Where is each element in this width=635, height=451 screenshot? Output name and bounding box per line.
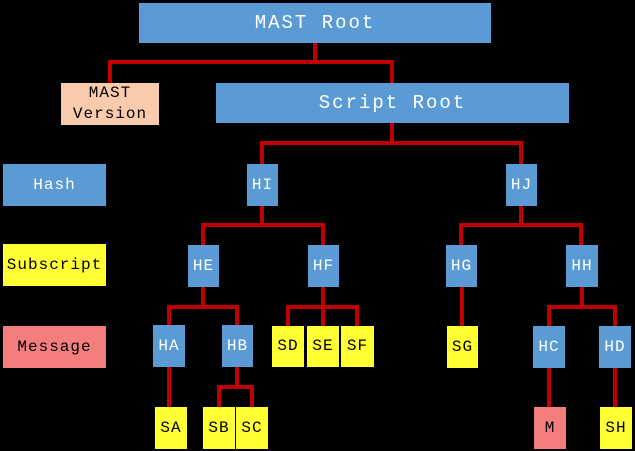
edge-hj-hbar bbox=[459, 223, 583, 227]
edge-hh-hbar bbox=[547, 305, 617, 309]
row-label-subscript: Subscript bbox=[3, 244, 106, 286]
edge-to-he bbox=[201, 223, 205, 245]
edge-mastroot-hbar bbox=[108, 60, 394, 64]
edge-to-hf bbox=[321, 223, 325, 245]
node-sh: SH bbox=[600, 407, 632, 449]
edge-hb-stem bbox=[235, 367, 239, 389]
node-hh: HH bbox=[566, 245, 598, 287]
node-sf: SF bbox=[341, 326, 374, 367]
edge-hj-stem bbox=[519, 206, 523, 227]
edge-to-hb bbox=[235, 305, 239, 325]
edge-to-sf bbox=[355, 305, 359, 326]
node-m: M bbox=[534, 407, 566, 449]
node-hc: HC bbox=[533, 326, 565, 368]
node-ha: HA bbox=[153, 325, 185, 367]
node-mast-version: MAST Version bbox=[61, 83, 159, 125]
edge-hd-to-sh bbox=[613, 368, 617, 407]
row-label-hash: Hash bbox=[3, 164, 106, 206]
edge-hi-hbar bbox=[201, 223, 325, 227]
node-sa: SA bbox=[155, 407, 187, 449]
node-hf: HF bbox=[308, 245, 339, 287]
edge-to-ha bbox=[167, 305, 171, 325]
edge-to-scriptroot bbox=[390, 60, 394, 83]
edge-hf-hbar bbox=[286, 305, 359, 309]
edge-he-hbar bbox=[167, 305, 239, 309]
node-sd: SD bbox=[272, 326, 304, 367]
node-sg: SG bbox=[447, 326, 478, 368]
edge-scriptroot-stem bbox=[390, 123, 394, 145]
edge-ha-to-sa bbox=[167, 367, 171, 407]
node-he: HE bbox=[188, 245, 219, 287]
edge-mastroot-stem bbox=[313, 43, 317, 64]
edge-to-hd bbox=[613, 305, 617, 326]
edge-hg-to-sg bbox=[460, 287, 464, 326]
node-hg: HG bbox=[446, 245, 477, 287]
node-script-root: Script Root bbox=[216, 83, 569, 123]
node-hi: HI bbox=[247, 164, 278, 206]
edge-to-hi bbox=[260, 141, 264, 164]
edge-scriptroot-hbar bbox=[260, 141, 523, 145]
edge-hb-hbar bbox=[217, 385, 254, 389]
edge-hc-to-m bbox=[547, 368, 551, 407]
edge-hi-stem bbox=[260, 206, 264, 227]
edge-to-sb bbox=[217, 385, 221, 407]
edge-to-hc bbox=[547, 305, 551, 326]
node-sb: SB bbox=[203, 407, 235, 449]
node-se: SE bbox=[307, 326, 339, 367]
edge-to-sc bbox=[250, 385, 254, 407]
node-mast-root: MAST Root bbox=[139, 3, 491, 43]
edge-to-hg bbox=[459, 223, 463, 245]
node-hj: HJ bbox=[506, 164, 537, 206]
edge-to-mastversion bbox=[108, 60, 112, 83]
node-hd: HD bbox=[599, 326, 631, 368]
edge-he-stem bbox=[201, 287, 205, 309]
edge-to-hj bbox=[519, 141, 523, 164]
edge-to-hh bbox=[579, 223, 583, 245]
edge-hh-stem bbox=[580, 287, 584, 309]
row-label-message: Message bbox=[3, 326, 106, 368]
node-hb: HB bbox=[222, 325, 253, 367]
edge-to-sd bbox=[286, 305, 290, 326]
node-sc: SC bbox=[236, 407, 268, 449]
